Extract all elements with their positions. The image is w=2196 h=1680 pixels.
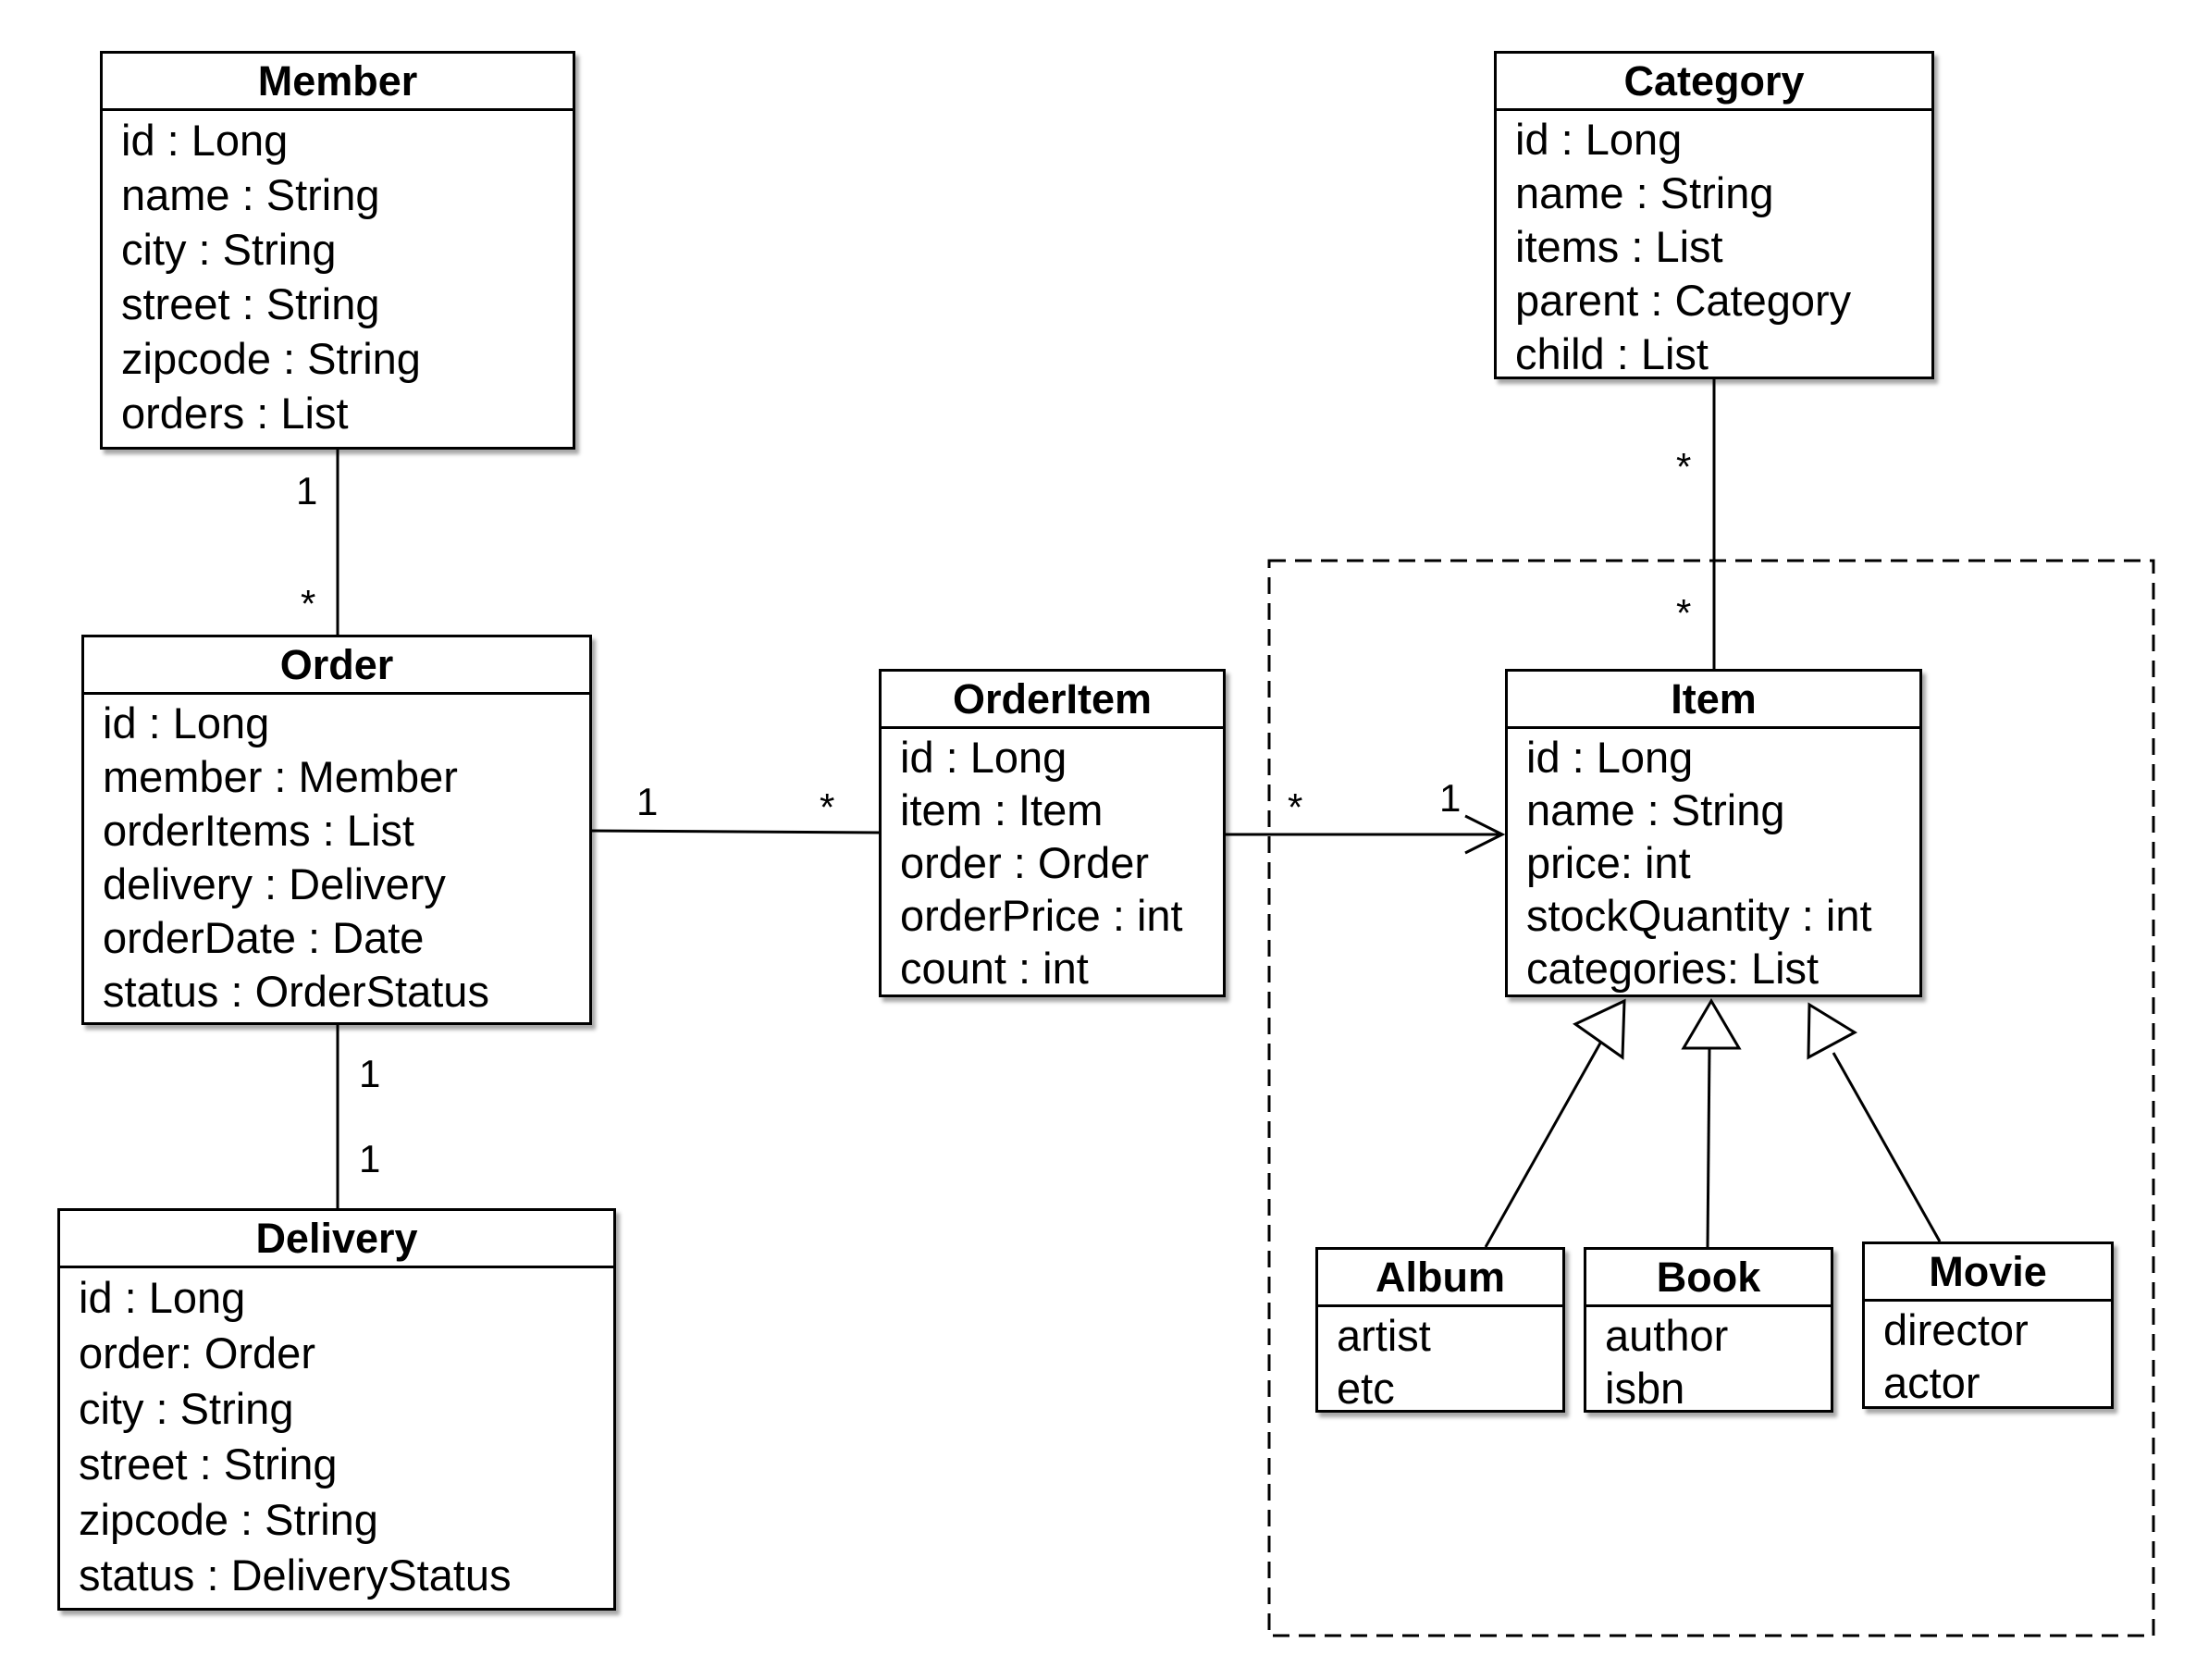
attribute: categories: List	[1526, 944, 1820, 993]
attribute: delivery : Delivery	[103, 859, 446, 908]
multiplicity-member-end: 1	[296, 469, 318, 513]
class-orderitem-name: OrderItem	[882, 672, 1223, 729]
attribute: actor	[1883, 1358, 1980, 1407]
class-member-attributes: id : Long name : String city : String st…	[103, 111, 573, 440]
class-movie: Movie director actor	[1862, 1241, 2114, 1409]
class-orderitem-attributes: id : Long item : Item order : Order orde…	[882, 729, 1223, 994]
multiplicity-order-end-orderitem: 1	[636, 780, 659, 823]
class-orderitem: OrderItem id : Long item : Item order : …	[879, 669, 1226, 997]
class-delivery-attributes: id : Long order: Order city : String str…	[60, 1268, 613, 1603]
class-category-attributes: id : Long name : String items : List par…	[1497, 111, 1931, 381]
class-movie-attributes: director actor	[1865, 1302, 2111, 1409]
attribute: zipcode : String	[79, 1495, 378, 1544]
multiplicity-orderitem-end-order: *	[820, 785, 835, 829]
class-member: Member id : Long name : String city : St…	[100, 51, 575, 450]
orderitem-item-arrowhead	[1464, 814, 1506, 855]
multiplicity-category-end: *	[1676, 445, 1692, 488]
class-order-name: Order	[84, 637, 589, 695]
attribute: street : String	[79, 1439, 338, 1489]
class-album: Album artist etc	[1315, 1247, 1565, 1413]
attribute: artist	[1337, 1311, 1431, 1360]
attribute: status : DeliveryStatus	[79, 1550, 512, 1600]
attribute: items : List	[1515, 222, 1723, 271]
multiplicity-delivery-end: 1	[359, 1137, 381, 1180]
movie-generalization	[1832, 1052, 1942, 1242]
class-delivery: Delivery id : Long order: Order city : S…	[57, 1208, 616, 1611]
attribute: stockQuantity : int	[1526, 891, 1872, 940]
class-album-attributes: artist etc	[1318, 1307, 1562, 1414]
attribute: isbn	[1605, 1364, 1685, 1413]
attribute: name : String	[1515, 168, 1774, 217]
attribute: status : OrderStatus	[103, 967, 489, 1016]
class-category: Category id : Long name : String items :…	[1494, 51, 1934, 379]
attribute: city : String	[121, 225, 337, 274]
class-order-attributes: id : Long member : Member orderItems : L…	[84, 695, 589, 1019]
attribute: member : Member	[103, 752, 458, 801]
attribute: id : Long	[79, 1273, 246, 1322]
class-book-name: Book	[1586, 1250, 1831, 1307]
class-item-name: Item	[1508, 672, 1919, 729]
attribute: price: int	[1526, 838, 1691, 887]
class-book: Book author isbn	[1584, 1247, 1833, 1413]
class-order: Order id : Long member : Member orderIte…	[81, 635, 592, 1025]
multiplicity-order-end-delivery: 1	[359, 1052, 381, 1095]
attribute: orderPrice : int	[900, 891, 1183, 940]
album-inheritance-arrow-icon	[1573, 998, 1626, 1060]
attribute: name : String	[1526, 785, 1785, 834]
album-generalization	[1484, 1039, 1604, 1248]
class-member-name: Member	[103, 54, 573, 111]
attribute: zipcode : String	[121, 334, 421, 383]
attribute: child : List	[1515, 329, 1709, 378]
book-generalization	[1706, 1047, 1711, 1248]
order-orderitem-association	[591, 829, 880, 834]
class-item: Item id : Long name : String price: int …	[1505, 669, 1922, 997]
class-book-attributes: author isbn	[1586, 1307, 1831, 1414]
attribute: city : String	[79, 1384, 294, 1433]
attribute: order : Order	[900, 838, 1150, 887]
attribute: parent : Category	[1515, 276, 1852, 325]
attribute: id : Long	[900, 733, 1067, 782]
class-album-name: Album	[1318, 1250, 1562, 1307]
attribute: id : Long	[1515, 115, 1683, 164]
attribute: name : String	[121, 170, 380, 219]
attribute: orders : List	[121, 389, 349, 438]
attribute: order: Order	[79, 1328, 315, 1377]
attribute: etc	[1337, 1364, 1395, 1413]
multiplicity-item-end-category: *	[1676, 591, 1692, 635]
multiplicity-item-end-orderitem: 1	[1439, 776, 1462, 820]
attribute: id : Long	[1526, 733, 1694, 782]
class-delivery-name: Delivery	[60, 1211, 613, 1268]
movie-inheritance-arrow-icon	[1807, 1002, 1858, 1060]
class-movie-name: Movie	[1865, 1244, 2111, 1302]
attribute: id : Long	[121, 116, 289, 165]
attribute: id : Long	[103, 698, 270, 747]
attribute: street : String	[121, 279, 380, 328]
multiplicity-order-end-member: *	[301, 582, 316, 625]
class-item-attributes: id : Long name : String price: int stock…	[1508, 729, 1919, 994]
multiplicity-orderitem-end-item: *	[1288, 785, 1303, 829]
attribute: item : Item	[900, 785, 1104, 834]
item-package-boundary	[1267, 559, 2155, 1637]
attribute: orderItems : List	[103, 806, 414, 855]
attribute: director	[1883, 1305, 2029, 1354]
book-inheritance-arrow-icon	[1681, 998, 1742, 1050]
attribute: author	[1605, 1311, 1729, 1360]
attribute: count : int	[900, 944, 1089, 993]
attribute: orderDate : Date	[103, 913, 425, 962]
class-category-name: Category	[1497, 54, 1931, 111]
